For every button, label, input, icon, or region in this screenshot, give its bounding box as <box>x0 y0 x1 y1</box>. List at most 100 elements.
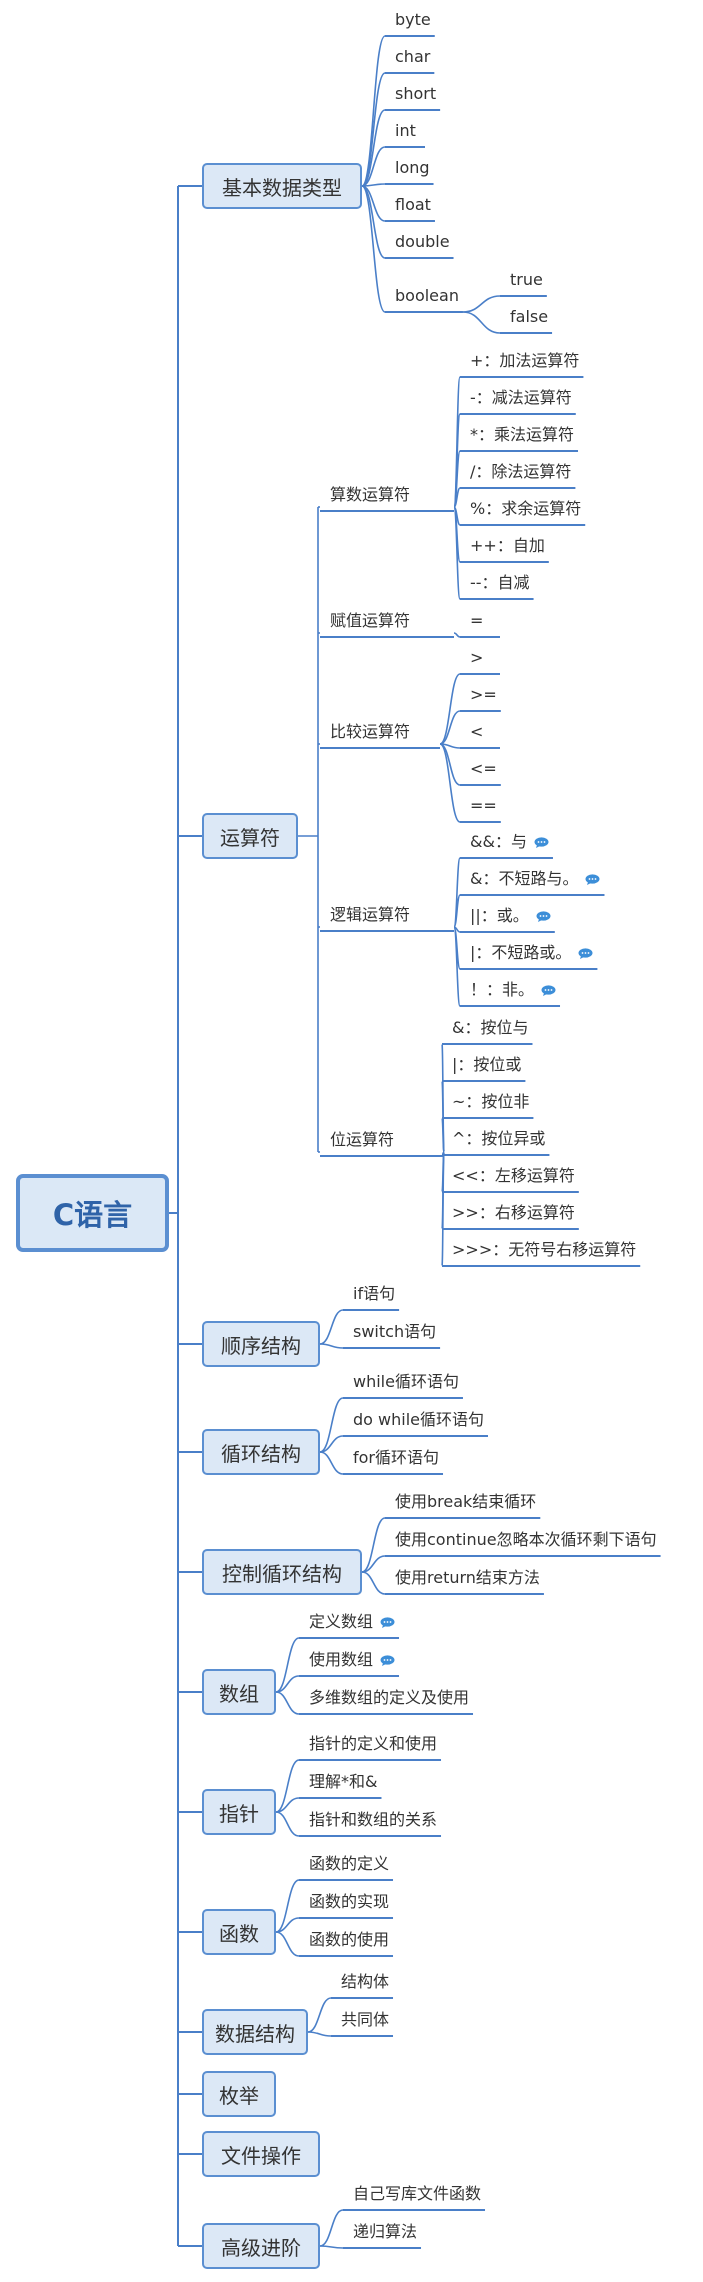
leaf-topic[interactable]: short <box>395 84 436 104</box>
leaf-topic[interactable]: 使用return结束方法 <box>395 1568 540 1588</box>
leaf-topic[interactable]: boolean <box>395 286 459 306</box>
leaf-topic-text: do while循环语句 <box>353 1410 484 1429</box>
operator-category-text: 位运算符 <box>330 1130 395 1149</box>
operator-leaf[interactable]: ~：按位非 <box>452 1092 529 1112</box>
operator-leaf[interactable]: /：除法运算符 <box>470 462 571 482</box>
sub-leaf-topic[interactable]: true <box>510 270 543 290</box>
leaf-topic[interactable]: 定义数组 <box>309 1612 395 1632</box>
operator-category[interactable]: 逻辑运算符 <box>330 905 410 925</box>
leaf-connector <box>361 1517 386 1573</box>
leaf-connector <box>361 146 386 187</box>
leaf-topic-text: 函数的定义 <box>309 1854 390 1873</box>
operator-leaf[interactable]: <= <box>470 759 497 779</box>
topic-7[interactable]: 指针 <box>202 1789 276 1835</box>
topic-1[interactable]: 基本数据类型 <box>202 163 362 209</box>
topic-6[interactable]: 数组 <box>202 1669 276 1715</box>
operator-leaf[interactable]: = <box>470 611 483 631</box>
operator-category[interactable]: 位运算符 <box>330 1130 394 1150</box>
leaf-topic-text: 使用return结束方法 <box>395 1568 540 1587</box>
operator-leaf[interactable]: &：不短路与。 <box>470 869 600 889</box>
leaf-topic[interactable]: double <box>395 232 450 252</box>
topic-11[interactable]: 文件操作 <box>202 2131 320 2177</box>
operator-leaf[interactable]: < <box>470 722 483 742</box>
operator-leaf[interactable]: == <box>470 796 497 816</box>
operator-leaf[interactable]: -：减法运算符 <box>470 388 572 408</box>
topic-2[interactable]: 运算符 <box>202 813 298 859</box>
leaf-topic[interactable]: 结构体 <box>341 1972 389 1992</box>
topic-5[interactable]: 控制循环结构 <box>202 1549 362 1595</box>
comment-icon[interactable] <box>380 1655 395 1666</box>
operator-leaf-text: ^：按位异或 <box>452 1129 546 1148</box>
operator-leaf[interactable]: |：不短路或。 <box>470 943 593 963</box>
topic-3[interactable]: 顺序结构 <box>202 1321 320 1367</box>
operator-leaf-text: >= <box>470 685 497 704</box>
leaf-topic[interactable]: 理解*和& <box>309 1772 377 1792</box>
operator-leaf[interactable]: ！：非。 <box>470 980 556 1000</box>
leaf-topic[interactable]: 使用continue忽略本次循环剩下语句 <box>395 1530 657 1550</box>
operator-leaf[interactable]: +：加法运算符 <box>470 351 579 371</box>
leaf-topic[interactable]: float <box>395 195 431 215</box>
leaf-topic[interactable]: switch语句 <box>353 1322 436 1342</box>
leaf-topic[interactable]: while循环语句 <box>353 1372 459 1392</box>
operator-leaf[interactable]: ++：自加 <box>470 536 545 556</box>
leaf-connector <box>275 1675 300 1693</box>
comment-icon[interactable] <box>585 874 600 885</box>
leaf-connector <box>319 1309 344 1345</box>
leaf-connector <box>275 1691 300 1715</box>
operator-leaf-text: < <box>470 722 484 741</box>
operator-leaf[interactable]: ^：按位异或 <box>452 1129 545 1149</box>
leaf-connector <box>319 2209 344 2247</box>
leaf-topic[interactable]: byte <box>395 10 431 30</box>
topic-9[interactable]: 数据结构 <box>202 2009 308 2055</box>
comment-icon[interactable] <box>534 837 549 848</box>
leaf-topic[interactable]: 指针的定义和使用 <box>309 1734 437 1754</box>
operator-leaf[interactable]: --：自减 <box>470 573 530 593</box>
operator-leaf[interactable]: >>>：无符号右移运算符 <box>452 1240 636 1260</box>
root-topic[interactable]: C语言 <box>16 1174 169 1252</box>
operator-leaf-text: >>：右移运算符 <box>452 1203 575 1222</box>
leaf-connector <box>319 1435 344 1453</box>
leaf-topic-text: 递归算法 <box>353 2222 418 2241</box>
leaf-topic[interactable]: if语句 <box>353 1284 395 1304</box>
operator-category[interactable]: 算数运算符 <box>330 485 410 505</box>
comment-icon[interactable] <box>541 985 556 996</box>
topic-8[interactable]: 函数 <box>202 1909 276 1955</box>
leaf-topic[interactable]: 递归算法 <box>353 2222 417 2242</box>
operator-category[interactable]: 比较运算符 <box>330 722 410 742</box>
leaf-topic[interactable]: 函数的使用 <box>309 1930 389 1950</box>
operator-leaf[interactable]: <<：左移运算符 <box>452 1166 575 1186</box>
operator-leaf[interactable]: |：按位或 <box>452 1055 521 1075</box>
operator-leaf[interactable]: ||：或。 <box>470 906 551 926</box>
topic-12[interactable]: 高级进阶 <box>202 2223 320 2269</box>
operator-leaf[interactable]: *：乘法运算符 <box>470 425 574 445</box>
leaf-topic[interactable]: for循环语句 <box>353 1448 439 1468</box>
leaf-topic[interactable]: 共同体 <box>341 2010 389 2030</box>
leaf-topic[interactable]: 函数的实现 <box>309 1892 389 1912</box>
leaf-topic[interactable]: 使用数组 <box>309 1650 395 1670</box>
leaf-topic[interactable]: int <box>395 121 416 141</box>
operator-leaf[interactable]: > <box>470 648 483 668</box>
operator-leaf[interactable]: &：按位与 <box>452 1018 528 1038</box>
operator-category[interactable]: 赋值运算符 <box>330 611 410 631</box>
leaf-topic[interactable]: 多维数组的定义及使用 <box>309 1688 469 1708</box>
leaf-topic[interactable]: char <box>395 47 430 67</box>
leaf-topic[interactable]: 函数的定义 <box>309 1854 389 1874</box>
comment-icon[interactable] <box>536 911 551 922</box>
topic-4[interactable]: 循环结构 <box>202 1429 320 1475</box>
operator-leaf[interactable]: >>：右移运算符 <box>452 1203 575 1223</box>
topic-10[interactable]: 枚举 <box>202 2071 276 2117</box>
sub-leaf-topic[interactable]: false <box>510 307 548 327</box>
leaf-topic[interactable]: do while循环语句 <box>353 1410 484 1430</box>
operator-leaf[interactable]: %：求余运算符 <box>470 499 581 519</box>
leaf-topic[interactable]: 自己写库文件函数 <box>353 2184 481 2204</box>
comment-icon[interactable] <box>578 948 593 959</box>
leaf-topic[interactable]: 指针和数组的关系 <box>309 1810 437 1830</box>
operator-leaf[interactable]: &&：与 <box>470 832 549 852</box>
leaf-topic[interactable]: 使用break结束循环 <box>395 1492 536 1512</box>
comment-icon[interactable] <box>380 1617 395 1628</box>
leaf-topic[interactable]: long <box>395 158 430 178</box>
leaf-connector <box>275 1917 300 1933</box>
operator-leaf[interactable]: >= <box>470 685 497 705</box>
operator-leaf-text: >>>：无符号右移运算符 <box>452 1240 637 1259</box>
